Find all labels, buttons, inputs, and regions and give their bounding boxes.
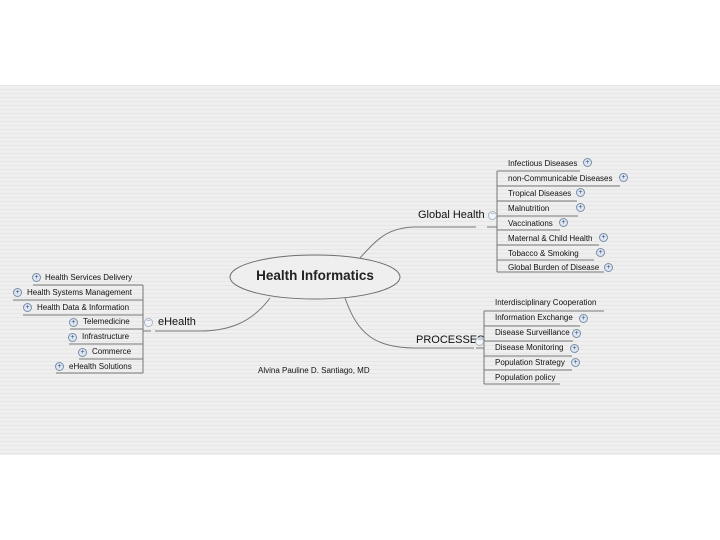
topic-population-strategy[interactable]: Population Strategy (495, 358, 565, 367)
topic-infrastructure[interactable]: Infrastructure (82, 332, 130, 341)
topic-commerce[interactable]: Commerce (92, 347, 132, 356)
branch-global-health[interactable]: Global Health (418, 209, 485, 221)
expand-telemedicine-icon[interactable]: + (69, 318, 78, 327)
collapse-global-health-icon[interactable]: − (488, 211, 497, 220)
expand-vaccinations-icon[interactable]: + (559, 218, 568, 227)
topic-interdisciplinary-cooperation[interactable]: Interdisciplinary Cooperation (495, 298, 597, 307)
topic-telemedicine[interactable]: Telemedicine (83, 317, 130, 326)
topic-health-services-delivery[interactable]: Health Services Delivery (45, 273, 133, 282)
expand-infrastructure-icon[interactable]: + (68, 333, 77, 342)
collapse-processes-icon[interactable]: − (475, 337, 484, 346)
branch-ehealth[interactable]: eHealth (158, 316, 196, 328)
topic-ehealth-solutions[interactable]: eHealth Solutions (69, 362, 132, 371)
central-topic[interactable]: Health Informatics (256, 268, 374, 283)
central-topic-shape (229, 254, 401, 300)
collapse-ehealth-icon[interactable]: − (144, 318, 153, 327)
expand-malnutrition-icon[interactable]: + (576, 203, 585, 212)
topic-vaccinations[interactable]: Vaccinations (508, 219, 553, 228)
expand-health-systems-management-icon[interactable]: + (13, 288, 22, 297)
expand-disease-monitoring-icon[interactable]: + (570, 344, 579, 353)
expand-commerce-icon[interactable]: + (78, 348, 87, 357)
topic-non-communicable-diseases[interactable]: non-Communicable Diseases (508, 174, 613, 183)
branch-processes[interactable]: PROCESSES (416, 334, 485, 346)
topic-infectious-diseases[interactable]: Infectious Diseases (508, 159, 578, 168)
topic-tropical-diseases[interactable]: Tropical Diseases (508, 189, 572, 198)
expand-global-burden-of-disease-icon[interactable]: + (604, 263, 613, 272)
expand-disease-surveillance-icon[interactable]: + (572, 329, 581, 338)
topic-health-systems-management[interactable]: Health Systems Management (27, 288, 132, 297)
expand-health-data-information-icon[interactable]: + (23, 303, 32, 312)
expand-population-strategy-icon[interactable]: + (571, 358, 580, 367)
topic-maternal-child-health[interactable]: Maternal & Child Health (508, 234, 593, 243)
topic-health-data-information[interactable]: Health Data & Information (37, 303, 130, 312)
expand-health-services-delivery-icon[interactable]: + (32, 273, 41, 282)
expand-information-exchange-icon[interactable]: + (579, 314, 588, 323)
author-label: Alvina Pauline D. Santiago, MD (258, 366, 370, 375)
expand-tobacco-smoking-icon[interactable]: + (596, 248, 605, 257)
expand-maternal-child-health-icon[interactable]: + (599, 233, 608, 242)
topic-population-policy[interactable]: Population policy (495, 373, 556, 382)
topic-tobacco-smoking[interactable]: Tobacco & Smoking (508, 249, 579, 258)
topic-disease-monitoring[interactable]: Disease Monitoring (495, 343, 564, 352)
expand-tropical-diseases-icon[interactable]: + (576, 188, 585, 197)
expand-non-communicable-diseases-icon[interactable]: + (619, 173, 628, 182)
topic-global-burden-of-disease[interactable]: Global Burden of Disease (508, 263, 600, 272)
expand-infectious-diseases-icon[interactable]: + (583, 158, 592, 167)
topic-malnutrition[interactable]: Malnutrition (508, 204, 550, 213)
topic-disease-surveillance[interactable]: Disease Surveillance (495, 328, 570, 337)
expand-ehealth-solutions-icon[interactable]: + (55, 362, 64, 371)
topic-information-exchange[interactable]: Information Exchange (495, 313, 573, 322)
